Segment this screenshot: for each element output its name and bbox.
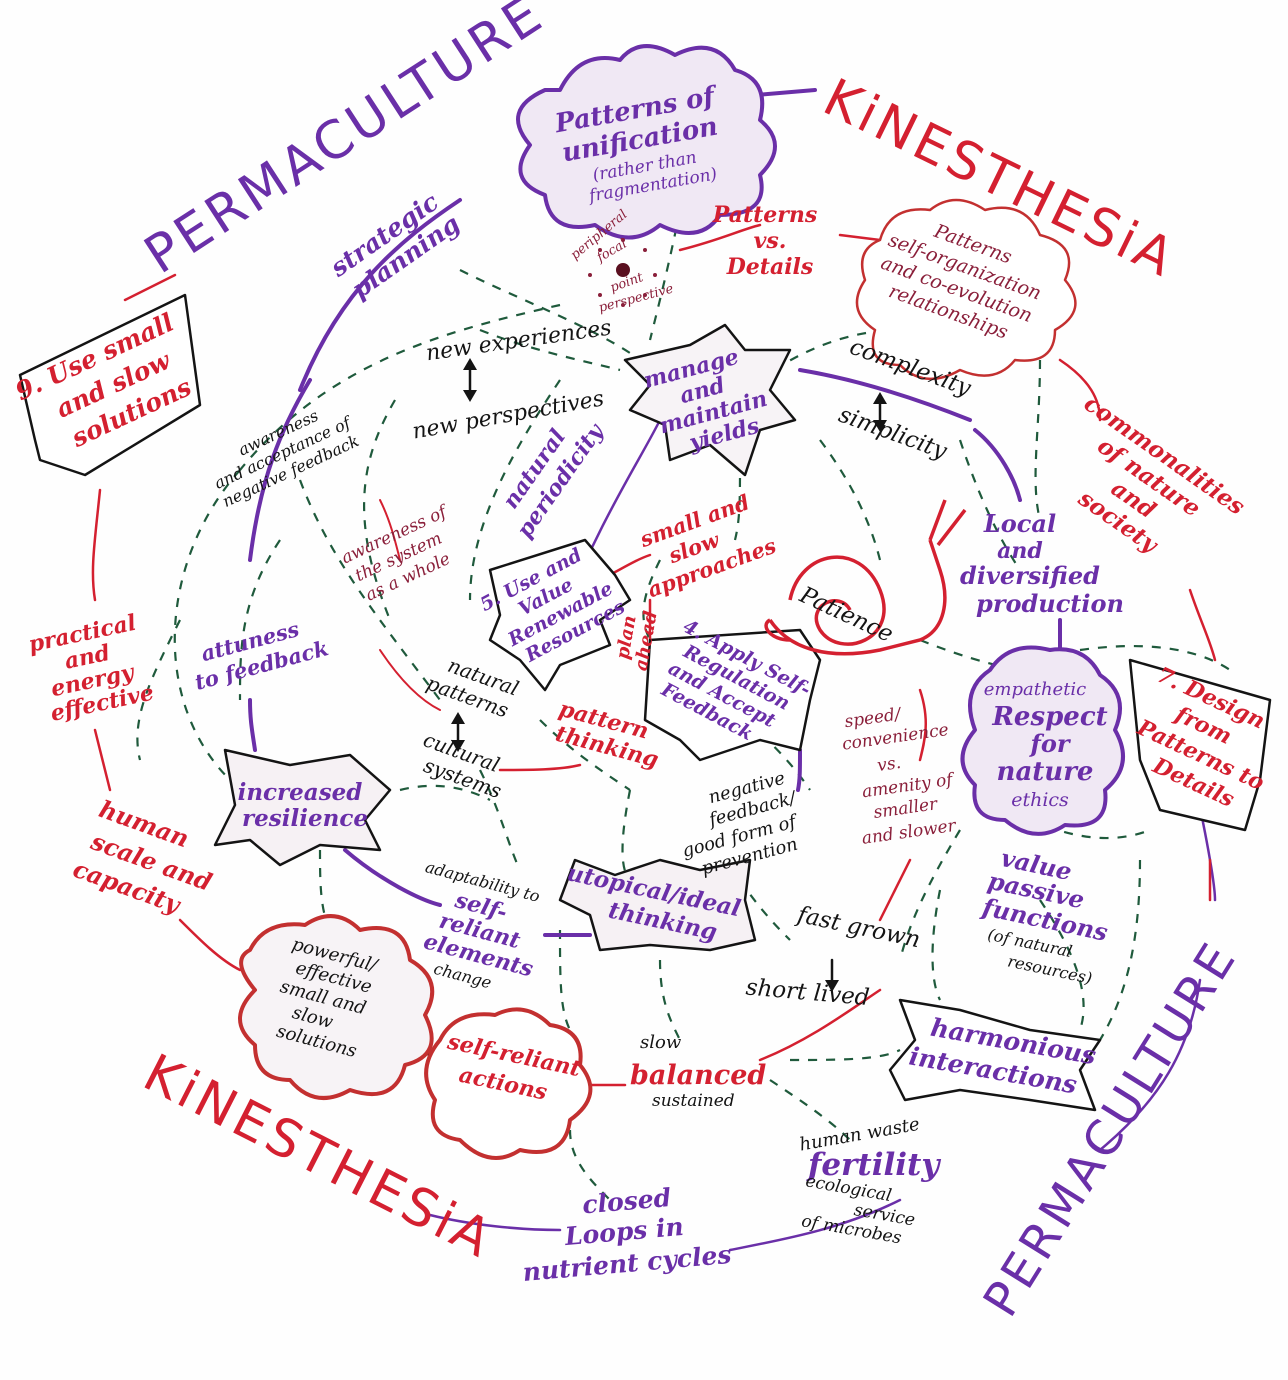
cloud-patterns-unification (516, 44, 777, 240)
svg-text:resilience: resilience (242, 805, 368, 832)
star-manage-yields (623, 323, 797, 477)
focal-point-dots (588, 238, 657, 307)
node-respect-nature: empathetic Respect for nature ethics (984, 679, 1108, 811)
node-value-passive: value passive functions (of natural reso… (978, 843, 1111, 988)
dashed-connectors (136, 209, 1231, 1201)
node-use-renewable: 5. Use and Value Renewable Resources (476, 544, 629, 667)
node-short-lived: short lived (745, 974, 871, 1011)
header-permaculture-top: PERMACULTURE (134, 0, 555, 286)
svg-text:resources): resources) (1006, 951, 1094, 987)
node-shapes (18, 44, 1272, 1160)
box-design-patterns (1128, 658, 1272, 832)
svg-text:for: for (1029, 729, 1072, 758)
cloud-powerful-effective (238, 914, 435, 1100)
node-human-scale: human scale and capacity (69, 794, 216, 920)
node-balanced: balanced (630, 1060, 766, 1091)
cloud-self-organization (855, 198, 1077, 381)
node-attuness: attuness to feedback (192, 616, 331, 695)
node-increased-resilience: increased resilience (238, 779, 368, 832)
node-fast-grown: fast grown (793, 902, 922, 954)
node-patterns-vs-details: Patterns vs. Details (712, 202, 818, 280)
node-commonalities: commonalities of nature and society (1073, 390, 1250, 559)
node-new-experiences: new experiences (424, 316, 613, 367)
node-fertility: fertility (806, 1147, 941, 1183)
node-sustained: sustained (652, 1091, 735, 1111)
svg-text:and: and (997, 538, 1043, 564)
node-powerful-effective: powerful/ effective small and slow solut… (274, 934, 381, 1062)
cloud-self-reliant-actions (424, 1007, 593, 1160)
node-natural-patterns: natural patterns (423, 653, 522, 723)
node-closed-loops: closed Loops in nutrient cycles (522, 1183, 733, 1287)
svg-text:Local: Local (983, 509, 1056, 538)
svg-text:increased: increased (238, 779, 363, 806)
node-awareness-feedback: awareness and acceptance of negative fee… (211, 406, 362, 511)
node-small-slow-approaches: small and slow approaches (636, 489, 780, 602)
svg-text:nature: nature (997, 757, 1094, 787)
box-use-small-slow (18, 293, 202, 477)
svg-text:vs.: vs. (876, 753, 902, 776)
node-speed-convenience: speed/ convenience vs. amenity of smalle… (841, 704, 958, 849)
node-awareness-system: awareness of the system as a whole (338, 501, 453, 605)
node-practical-energy: practical and energy effective (26, 610, 156, 727)
node-negative-feedback: negative feedback/ good form of preventi… (680, 768, 802, 880)
svg-text:Respect: Respect (991, 702, 1107, 732)
svg-text:vs.: vs. (754, 228, 787, 254)
svg-text:Patterns: Patterns (712, 202, 818, 228)
svg-text:empathetic: empathetic (984, 679, 1087, 700)
svg-text:nutrient cycles: nutrient cycles (522, 1240, 733, 1287)
node-cultural-systems: cultural systems (420, 727, 505, 803)
node-strategic-planning: strategic planning (324, 187, 465, 304)
star-utopical (558, 858, 757, 952)
node-ecological-service: ecological service of microbes (800, 1171, 917, 1248)
cloud-respect-nature (960, 645, 1125, 836)
box-apply-self-regulation (643, 628, 822, 762)
node-local-diversified: Local and diversified production (960, 509, 1124, 618)
star-harmonious (888, 998, 1102, 1112)
node-slow: slow (640, 1032, 682, 1053)
star-use-renewable (488, 538, 632, 692)
header-permaculture-bottom: PERMACULTURE (973, 931, 1249, 1326)
svg-text:ethics: ethics (1011, 789, 1069, 811)
node-simplicity: simplicity (835, 402, 951, 465)
star-increased-resilience (213, 748, 392, 867)
svg-text:production: production (976, 589, 1124, 618)
snail-icon (764, 499, 967, 656)
svg-text:diversified: diversified (960, 561, 1100, 590)
svg-text:Details: Details (726, 254, 814, 280)
